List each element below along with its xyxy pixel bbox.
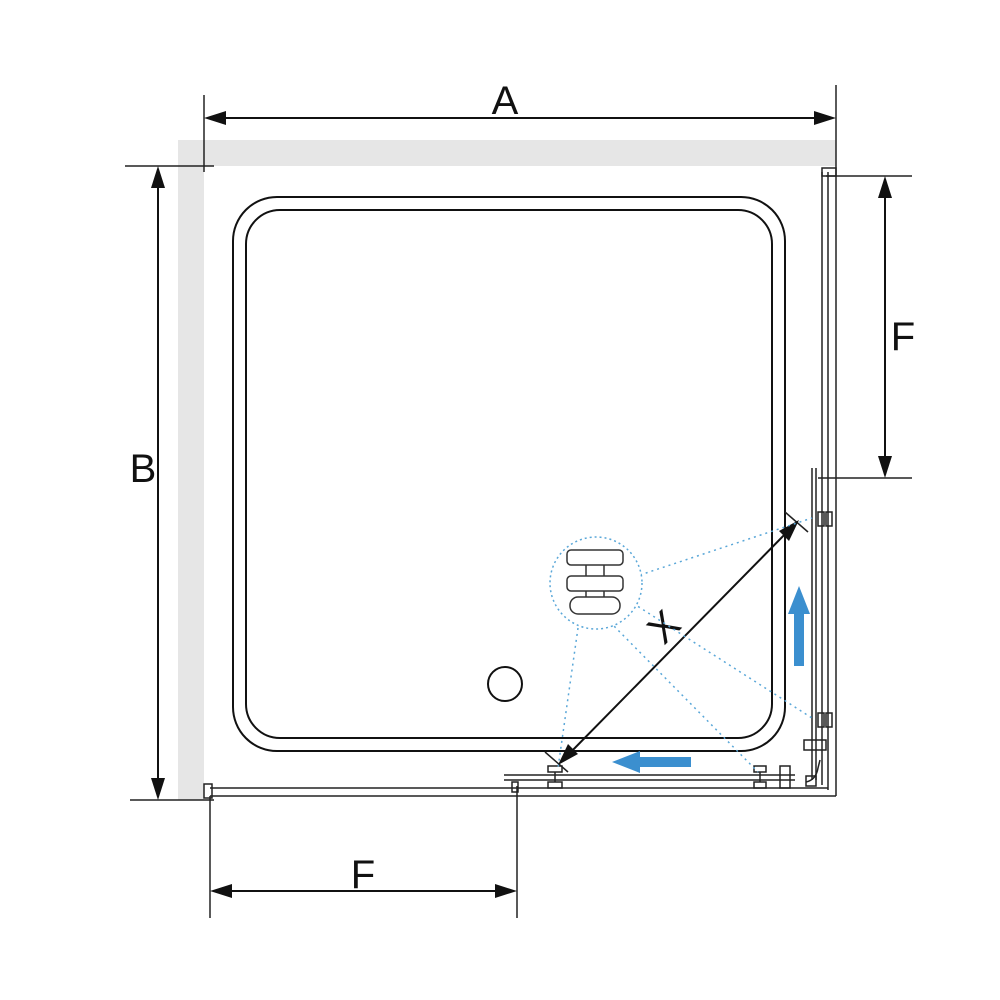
enclosure-frame <box>203 167 837 799</box>
roller-right-bottom <box>803 712 833 751</box>
wall-group <box>178 140 836 800</box>
dimension-a-label: A <box>492 79 519 123</box>
dimension-f-bottom-label: F <box>351 853 375 897</box>
drain-circle-icon <box>487 666 523 702</box>
roller-bottom-right <box>753 765 791 789</box>
dimension-b-label: B <box>130 447 157 491</box>
dimension-f-right: F <box>818 175 915 479</box>
dimension-b: B <box>125 165 214 801</box>
left-wall <box>178 140 204 800</box>
slide-direction-left-arrow-icon <box>612 751 691 773</box>
slide-direction-up-arrow-icon <box>788 586 810 666</box>
dimension-a: A <box>203 79 837 172</box>
shower-tray <box>232 196 786 752</box>
roller-right-top <box>817 511 833 527</box>
tray-outer-edge <box>232 196 786 752</box>
dimension-f-bottom: F <box>209 786 518 918</box>
hinge-roller-detail-icon <box>549 517 813 773</box>
dimension-x-label: X <box>639 602 689 652</box>
dimension-f-right-label: F <box>891 315 915 359</box>
tray-inner-edge <box>245 209 773 739</box>
back-wall <box>178 140 836 166</box>
roller-bottom-left <box>547 765 563 789</box>
